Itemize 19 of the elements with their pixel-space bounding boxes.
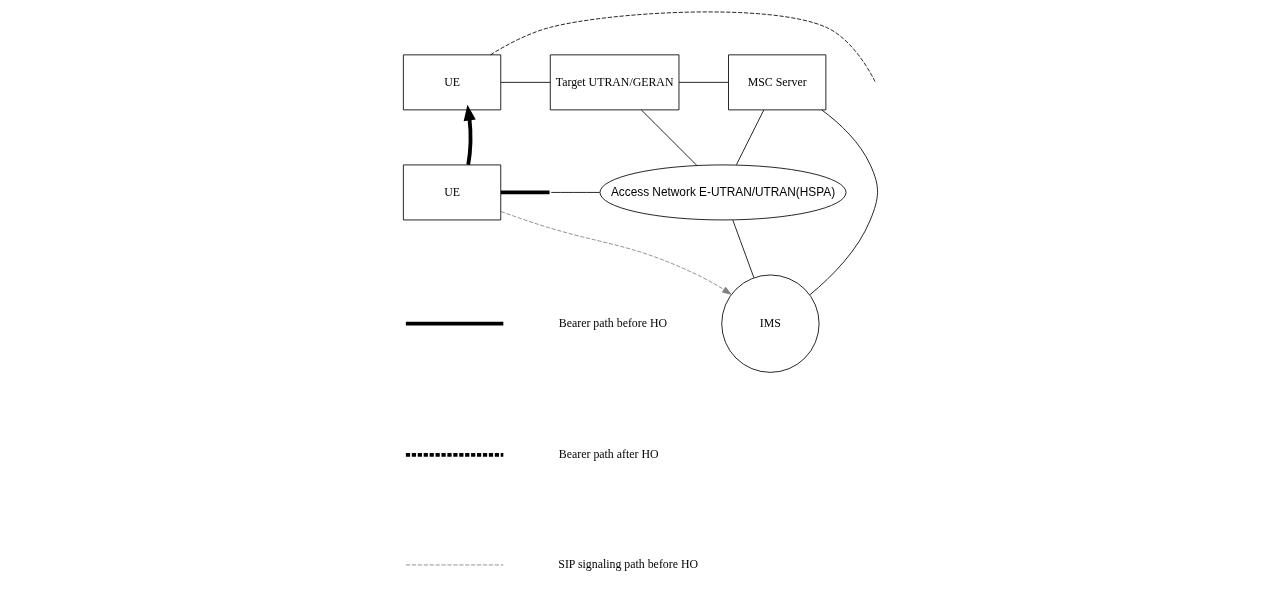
legend-label: Bearer path before HO — [558, 315, 667, 330]
node-box: Target UTRAN/GERAN — [549, 54, 679, 111]
node-box: MSC Server — [727, 54, 826, 111]
node-box: UE — [402, 164, 501, 221]
connector — [500, 190, 549, 195]
arrow — [463, 104, 476, 166]
connector — [499, 192, 600, 193]
connector — [678, 81, 729, 83]
arrow — [500, 211, 732, 295]
connector — [489, 11, 875, 83]
connector — [735, 109, 764, 166]
legend-label: SIP signaling path before HO — [557, 557, 698, 572]
connector — [808, 109, 878, 296]
connector — [731, 219, 754, 279]
legend-label: Bearer path after HO — [558, 447, 659, 462]
connector — [500, 81, 551, 83]
connector — [640, 109, 697, 166]
node-ellipse: Access Network E-UTRAN/UTRAN(HSPA) — [599, 164, 846, 221]
node-box: UE — [402, 54, 501, 111]
